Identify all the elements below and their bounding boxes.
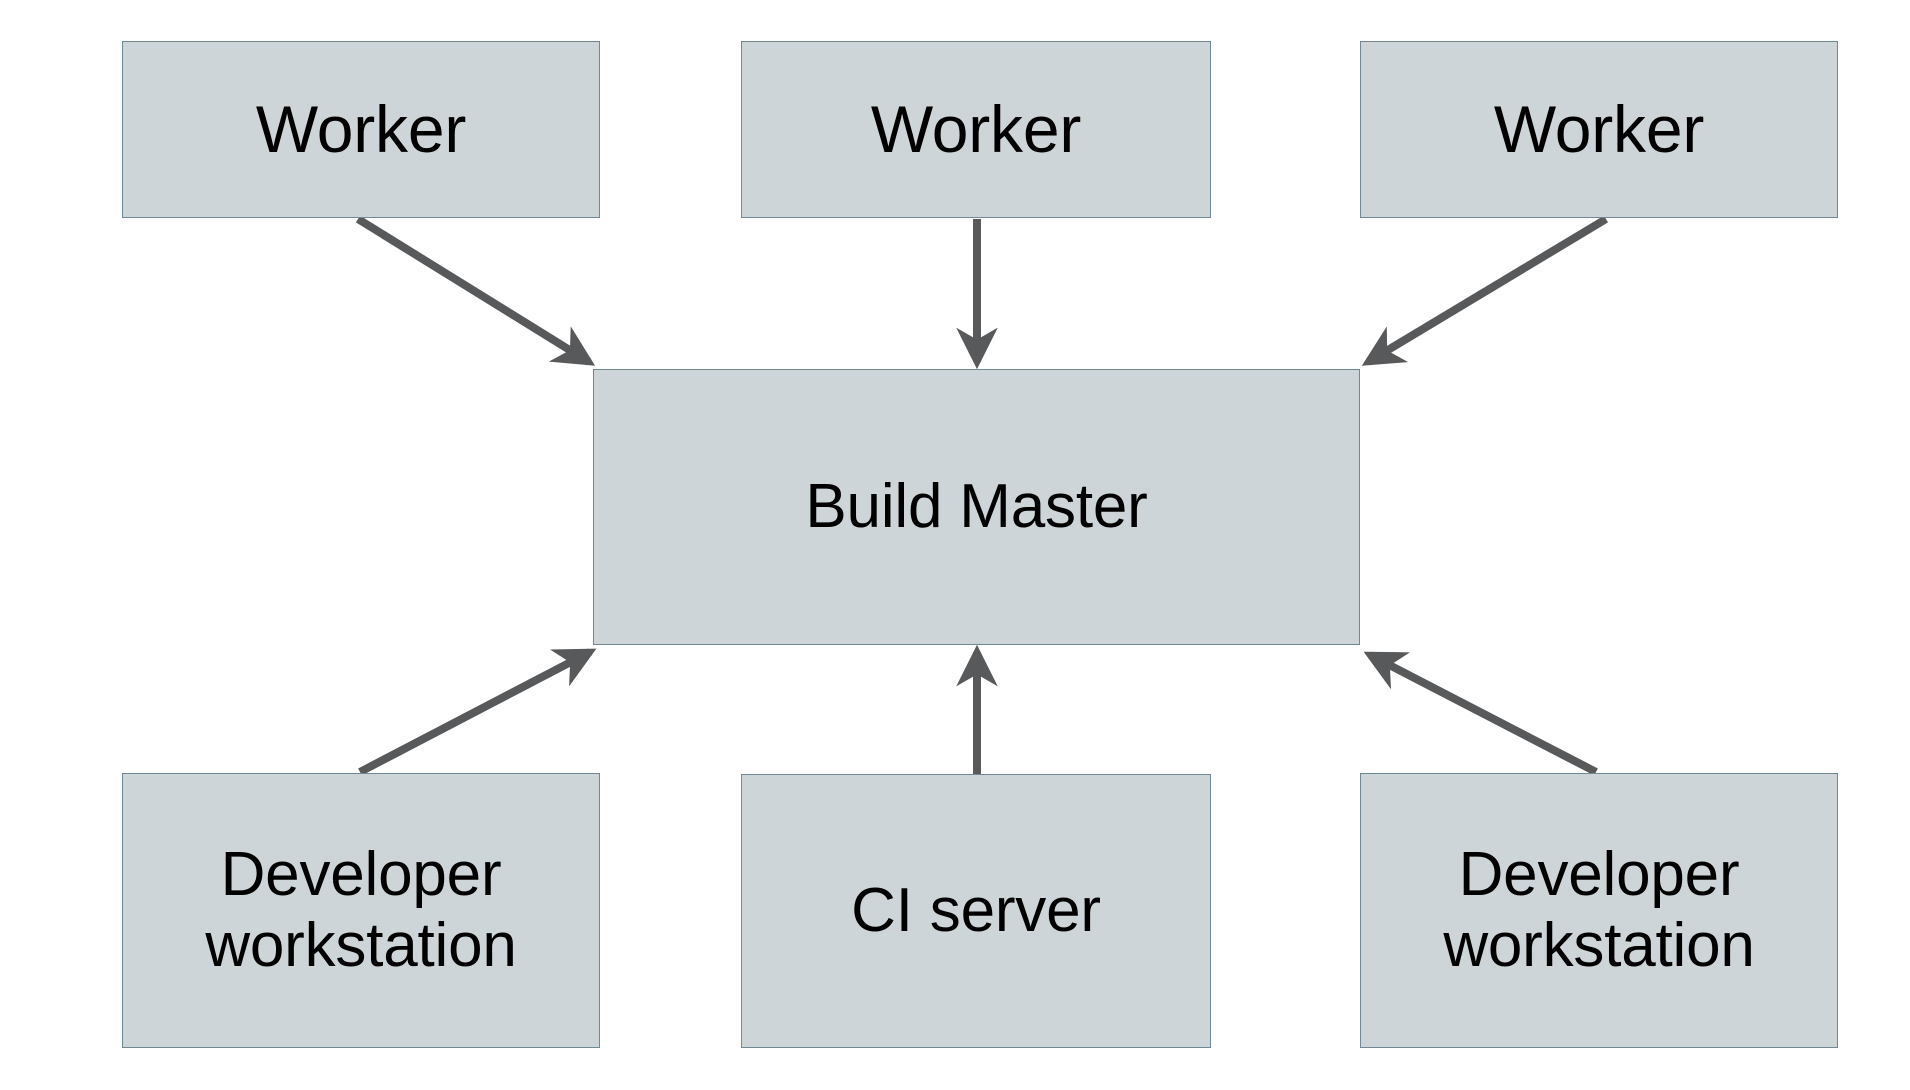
arrow-dev-left-to-master: [358, 648, 597, 776]
node-worker-left-label: Worker: [255, 92, 467, 167]
node-worker-right[interactable]: Worker: [1360, 41, 1838, 218]
node-ci-server-label: CI server: [851, 875, 1101, 945]
node-worker-left[interactable]: Worker: [122, 41, 600, 218]
node-developer-workstation-left-label: Developer workstation: [205, 840, 517, 980]
node-developer-workstation-right-label: Developer workstation: [1443, 840, 1755, 980]
node-build-master-label: Build Master: [805, 471, 1148, 541]
node-worker-mid-label: Worker: [870, 92, 1082, 167]
node-worker-mid[interactable]: Worker: [741, 41, 1211, 218]
node-developer-workstation-left[interactable]: Developer workstation: [122, 773, 600, 1048]
arrow-dev-right-to-master: [1363, 651, 1598, 776]
arrow-worker-right-to-master: [1361, 215, 1609, 366]
node-build-master[interactable]: Build Master: [593, 369, 1360, 645]
node-worker-right-label: Worker: [1493, 92, 1705, 167]
node-developer-workstation-right[interactable]: Developer workstation: [1360, 773, 1838, 1048]
arrow-worker-left-to-master: [355, 215, 596, 366]
node-ci-server[interactable]: CI server: [741, 774, 1211, 1048]
